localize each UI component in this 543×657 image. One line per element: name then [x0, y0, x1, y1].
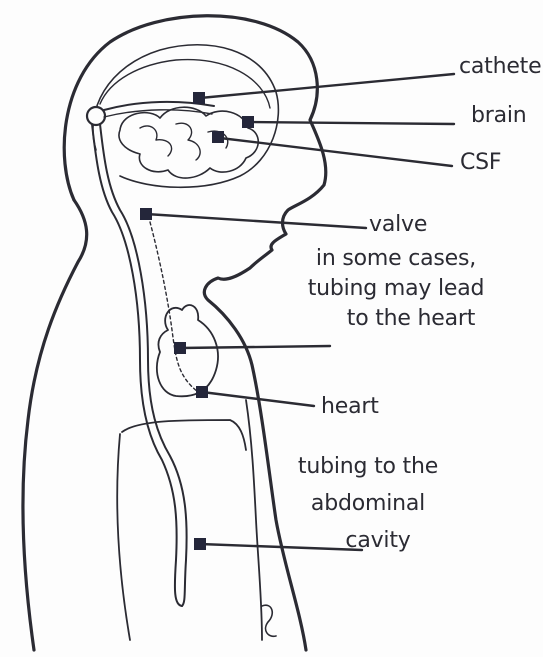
leader-brain [248, 122, 454, 124]
label-heart-tubing: in some cases, tubing may lead to the he… [296, 246, 496, 336]
leader-valve [146, 214, 366, 228]
label-heart-tubing-line-1: in some cases, [296, 246, 496, 276]
arm-front [122, 420, 246, 450]
label-abdominal-line-2: abdominal [288, 491, 448, 528]
label-heart-tubing-line-3: to the heart [296, 306, 496, 336]
shunt-tubing-left [92, 124, 182, 606]
label-heart: heart [321, 394, 379, 420]
shunt-tubing-right [100, 124, 187, 606]
label-csf: CSF [460, 150, 501, 176]
label-valve: valve [369, 212, 427, 238]
label-abdominal-line-1: tubing to the [288, 454, 448, 491]
arm-contour [246, 400, 262, 640]
leader-catheter [200, 74, 454, 98]
leader-heart-tubing [180, 346, 330, 348]
marker-heart [196, 386, 208, 398]
label-abdominal: tubing to the abdominal cavity [288, 454, 448, 565]
hip-contour [117, 434, 130, 640]
brain-convolutions [119, 107, 258, 178]
label-brain: brain [471, 103, 527, 129]
marker-csf [212, 131, 224, 143]
marker-catheter [193, 92, 205, 104]
marker-heart-tubing [174, 342, 186, 354]
label-catheter: cathete [459, 54, 541, 80]
back-outline [23, 200, 87, 650]
label-abdominal-line-3: cavity [288, 528, 448, 565]
navel [262, 605, 276, 636]
heart-outline [157, 305, 218, 396]
marker-brain [242, 116, 254, 128]
label-heart-tubing-line-2: tubing may lead [296, 276, 496, 306]
marker-valve [140, 208, 152, 220]
marker-abdominal [194, 538, 206, 550]
reservoir-icon [87, 107, 105, 125]
